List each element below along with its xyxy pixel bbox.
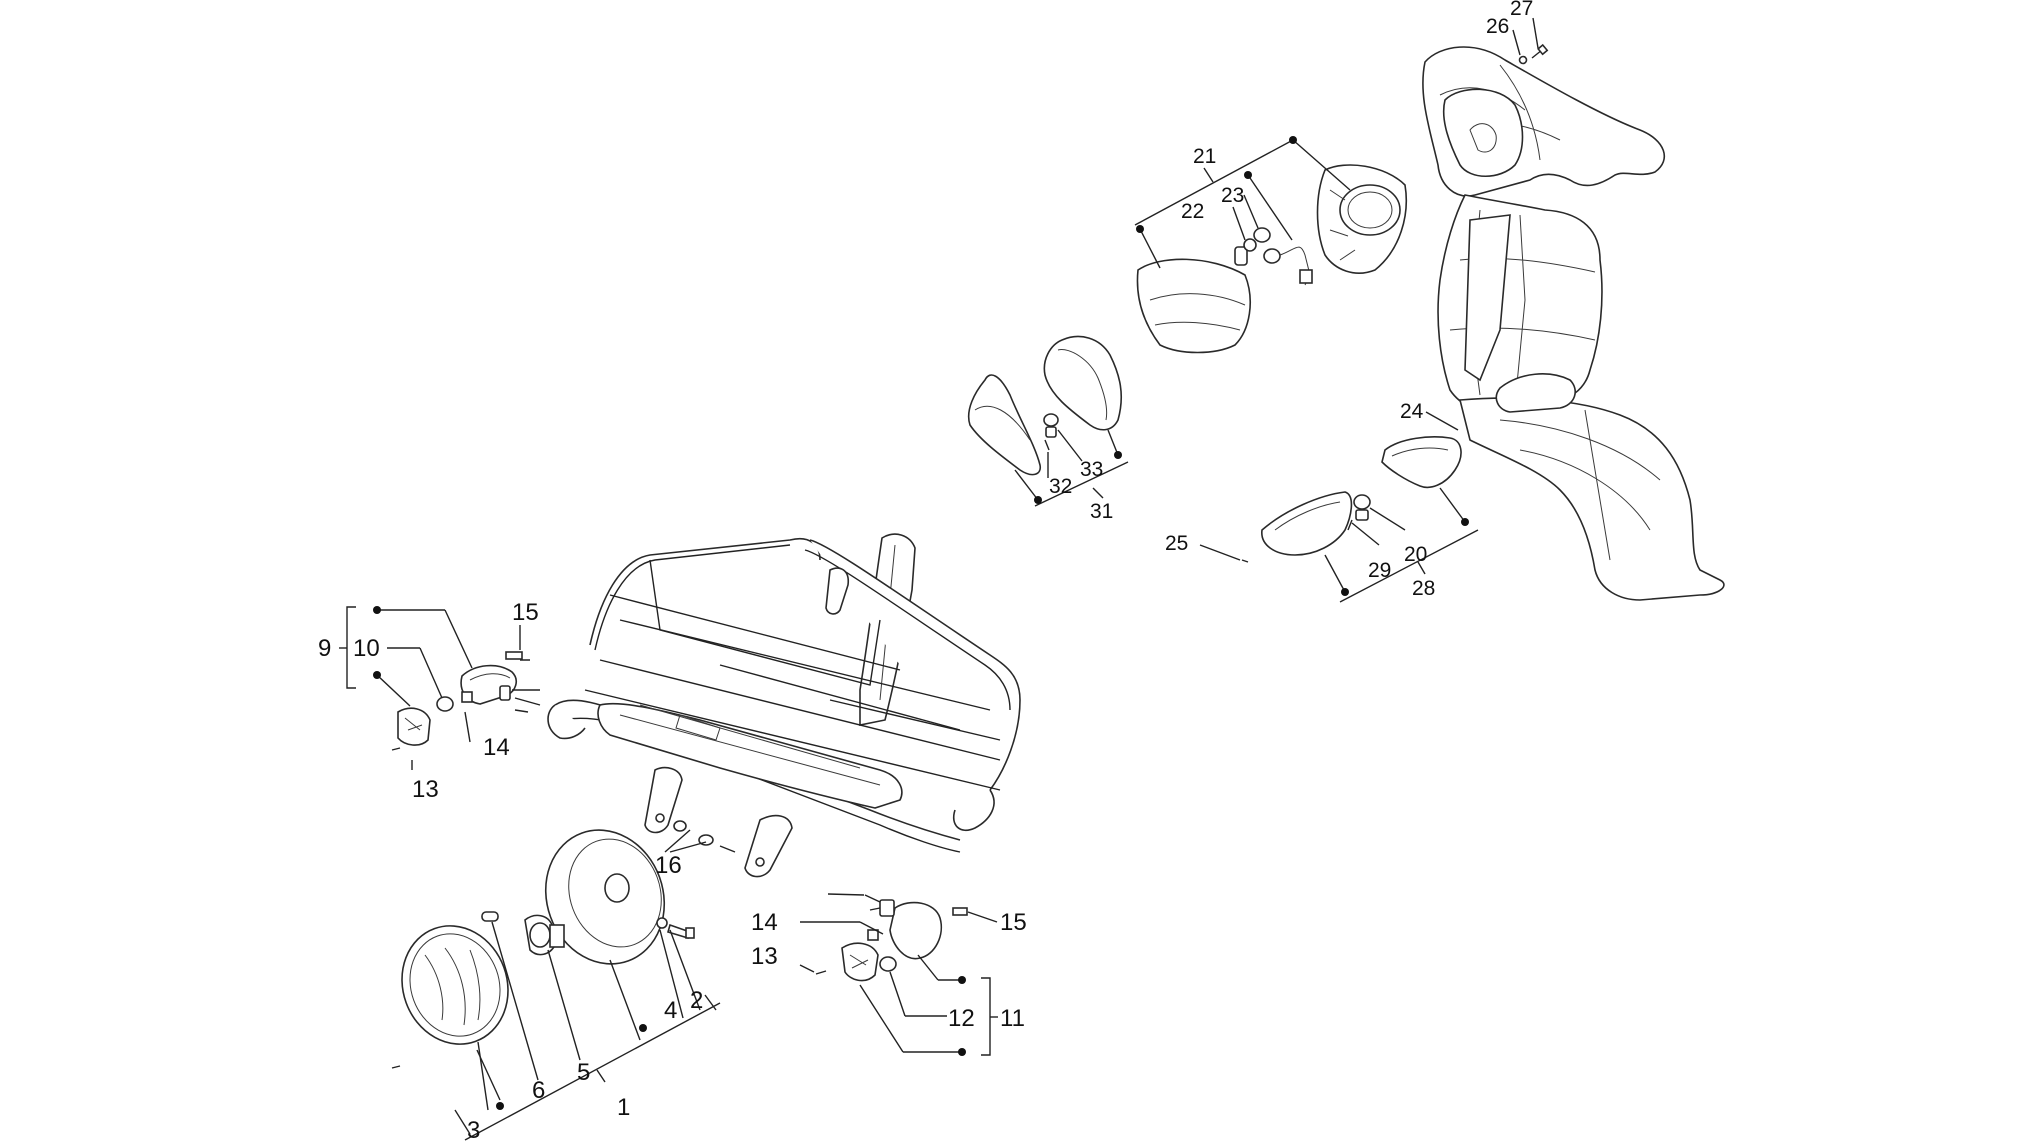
label-16: 16 — [655, 852, 682, 879]
label-29: 29 — [1368, 559, 1391, 582]
label-12: 12 — [948, 1005, 975, 1032]
right-turn-signal-11 — [815, 894, 968, 982]
front-luggage-rack — [547, 533, 1021, 878]
label-27: 27 — [1510, 0, 1533, 20]
label-25: 25 — [1165, 532, 1188, 555]
label-22: 22 — [1181, 200, 1204, 223]
label-10: 10 — [353, 635, 380, 662]
label-24: 24 — [1400, 400, 1424, 423]
label-14-right: 14 — [751, 909, 778, 936]
label-13-left: 13 — [412, 776, 439, 803]
turn-signal-31 — [967, 335, 1123, 476]
label-11: 11 — [1000, 1005, 1025, 1032]
label-14-left: 14 — [483, 734, 510, 761]
left-turn-signal-9 — [391, 651, 541, 751]
label-33: 33 — [1080, 458, 1103, 481]
label-9: 9 — [318, 635, 331, 662]
leader-lines — [339, 17, 1539, 1141]
label-3: 3 — [467, 1117, 480, 1144]
label-20: 20 — [1404, 543, 1427, 566]
turn-signal-28 — [1241, 436, 1462, 563]
front-shield-assembly — [1422, 43, 1725, 601]
label-4: 4 — [664, 997, 677, 1024]
headlight-unit-21 — [1136, 164, 1407, 354]
label-2: 2 — [690, 987, 703, 1014]
label-23: 23 — [1221, 184, 1244, 207]
label-31: 31 — [1090, 500, 1113, 523]
label-26: 26 — [1486, 15, 1509, 38]
label-5: 5 — [577, 1059, 590, 1086]
headlight-unit-1 — [391, 829, 695, 1069]
label-13-right: 13 — [751, 943, 778, 970]
label-28: 28 — [1412, 577, 1435, 600]
label-6: 6 — [532, 1077, 545, 1104]
part-number-labels: 1 2 3 4 5 6 9 10 11 12 13 13 14 14 15 15… — [318, 0, 1533, 1144]
leader-dots — [373, 136, 1469, 1110]
label-15-right: 15 — [1000, 909, 1027, 936]
label-32: 32 — [1049, 475, 1072, 498]
label-1: 1 — [617, 1094, 630, 1121]
label-21: 21 — [1193, 145, 1216, 168]
label-15-left: 15 — [512, 599, 539, 626]
